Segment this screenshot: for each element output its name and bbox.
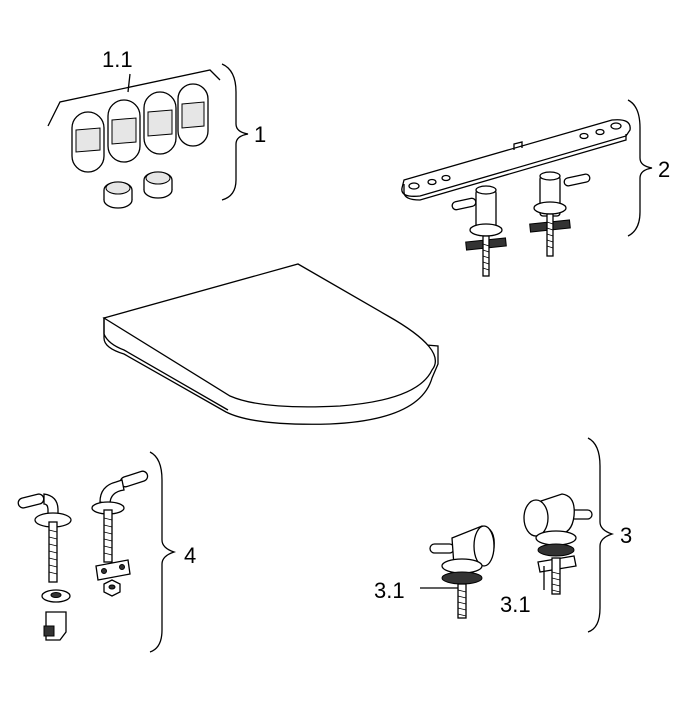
label-1-1: 1.1 (102, 47, 133, 72)
label-3-1-left: 3.1 (374, 578, 405, 603)
part-group-4-fixings: 4 (17, 451, 196, 653)
bracket-group-1 (221, 63, 249, 201)
round-cap-2 (143, 171, 173, 199)
hinge-post-right (523, 493, 593, 595)
part-group-3-hinge-posts: 3 3.1 3.1 (374, 437, 632, 633)
bracket-group-3 (587, 437, 615, 633)
mounting-plate (401, 119, 631, 201)
toilet-seat-lid (102, 263, 439, 425)
fixing-screw-right (91, 470, 149, 597)
bracket-group-4 (149, 451, 177, 653)
part-group-1-buffers: 1.1 1 (47, 47, 266, 209)
hinge-post-left (420, 525, 495, 619)
part-group-2-hinge-plate: 2 (401, 99, 670, 277)
bracket-group-2 (627, 99, 653, 237)
buffer-pad-3 (143, 91, 177, 155)
hinge-left (451, 185, 507, 277)
label-2: 2 (658, 157, 670, 182)
label-3: 3 (620, 523, 632, 548)
label-1: 1 (254, 122, 266, 147)
hinge-right (529, 171, 591, 257)
buffer-pad-2 (107, 99, 141, 163)
label-1-1-leader (47, 69, 221, 127)
fixing-screw-left (17, 493, 72, 641)
buffer-pad-1 (71, 111, 105, 173)
label-3-1-right: 3.1 (500, 592, 531, 617)
round-cap-1 (103, 181, 133, 209)
label-1-1-pointer (127, 73, 131, 93)
label-4: 4 (184, 543, 196, 568)
buffer-pad-4 (177, 83, 209, 147)
